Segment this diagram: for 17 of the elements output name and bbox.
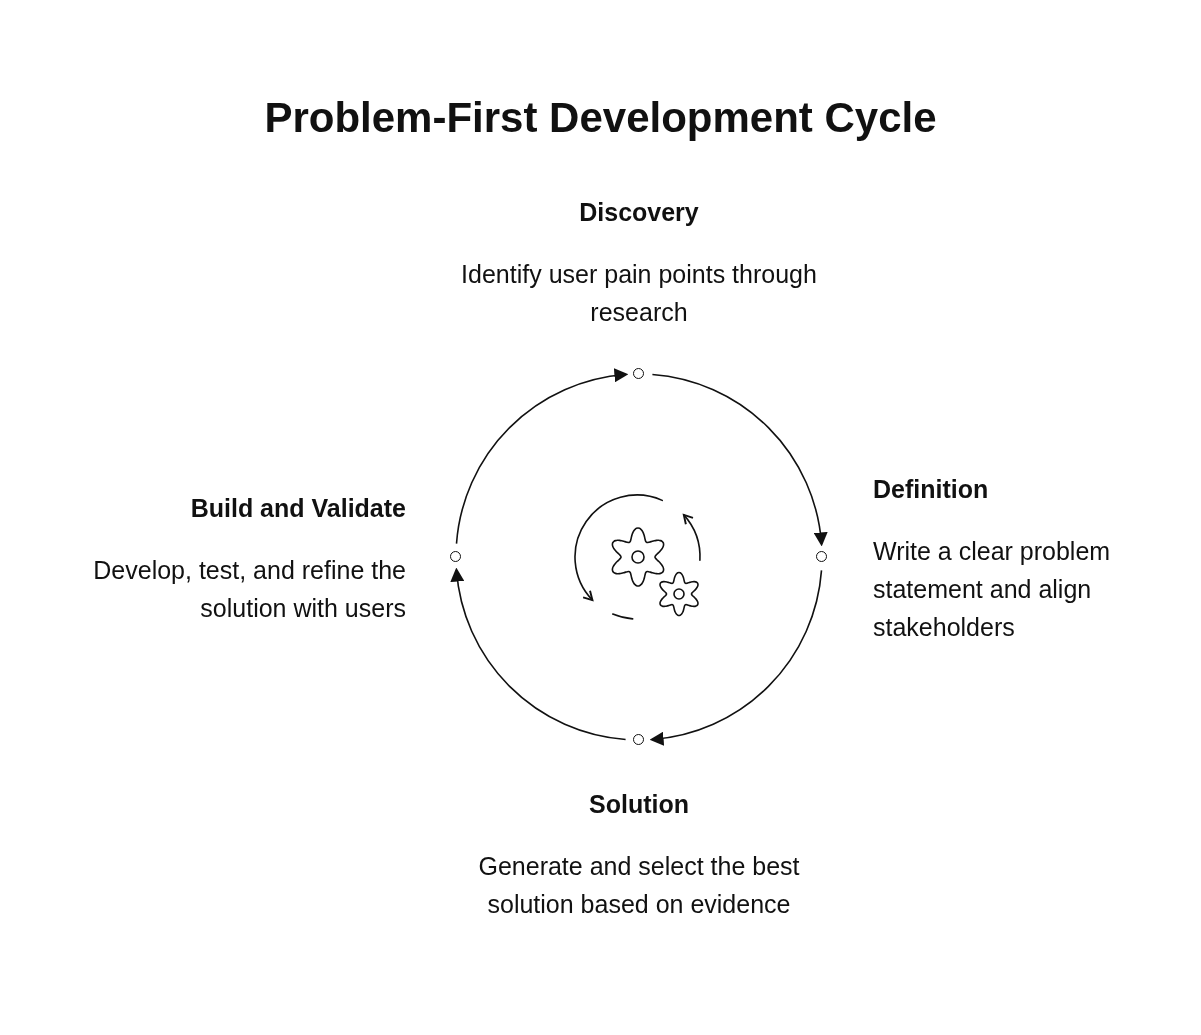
cycle-arrow bbox=[651, 373, 827, 547]
stage-heading: Discovery bbox=[578, 198, 700, 227]
stage-heading: Definition bbox=[873, 475, 990, 504]
small-circle bbox=[632, 367, 644, 379]
diagram-title: Problem-First Development Cycle bbox=[263, 94, 938, 142]
stage-description: Identify user pain points through research bbox=[460, 259, 818, 328]
small-circle bbox=[815, 550, 827, 562]
stage-heading: Solution bbox=[588, 790, 690, 819]
cycle-arrow bbox=[451, 567, 627, 741]
stage-description: Generate and select the best solution based on evidence bbox=[477, 851, 801, 920]
small-circle bbox=[632, 733, 644, 745]
stage-heading: Build and Validate bbox=[189, 494, 406, 523]
stage-description: Write a clear problem statement and align stakeholders bbox=[873, 536, 1112, 643]
cycle-arrow bbox=[649, 569, 823, 745]
small-circle bbox=[449, 550, 461, 562]
stage-description: Develop, test, and refine the solution with users bbox=[92, 555, 406, 624]
cycle-arrow bbox=[455, 369, 629, 545]
